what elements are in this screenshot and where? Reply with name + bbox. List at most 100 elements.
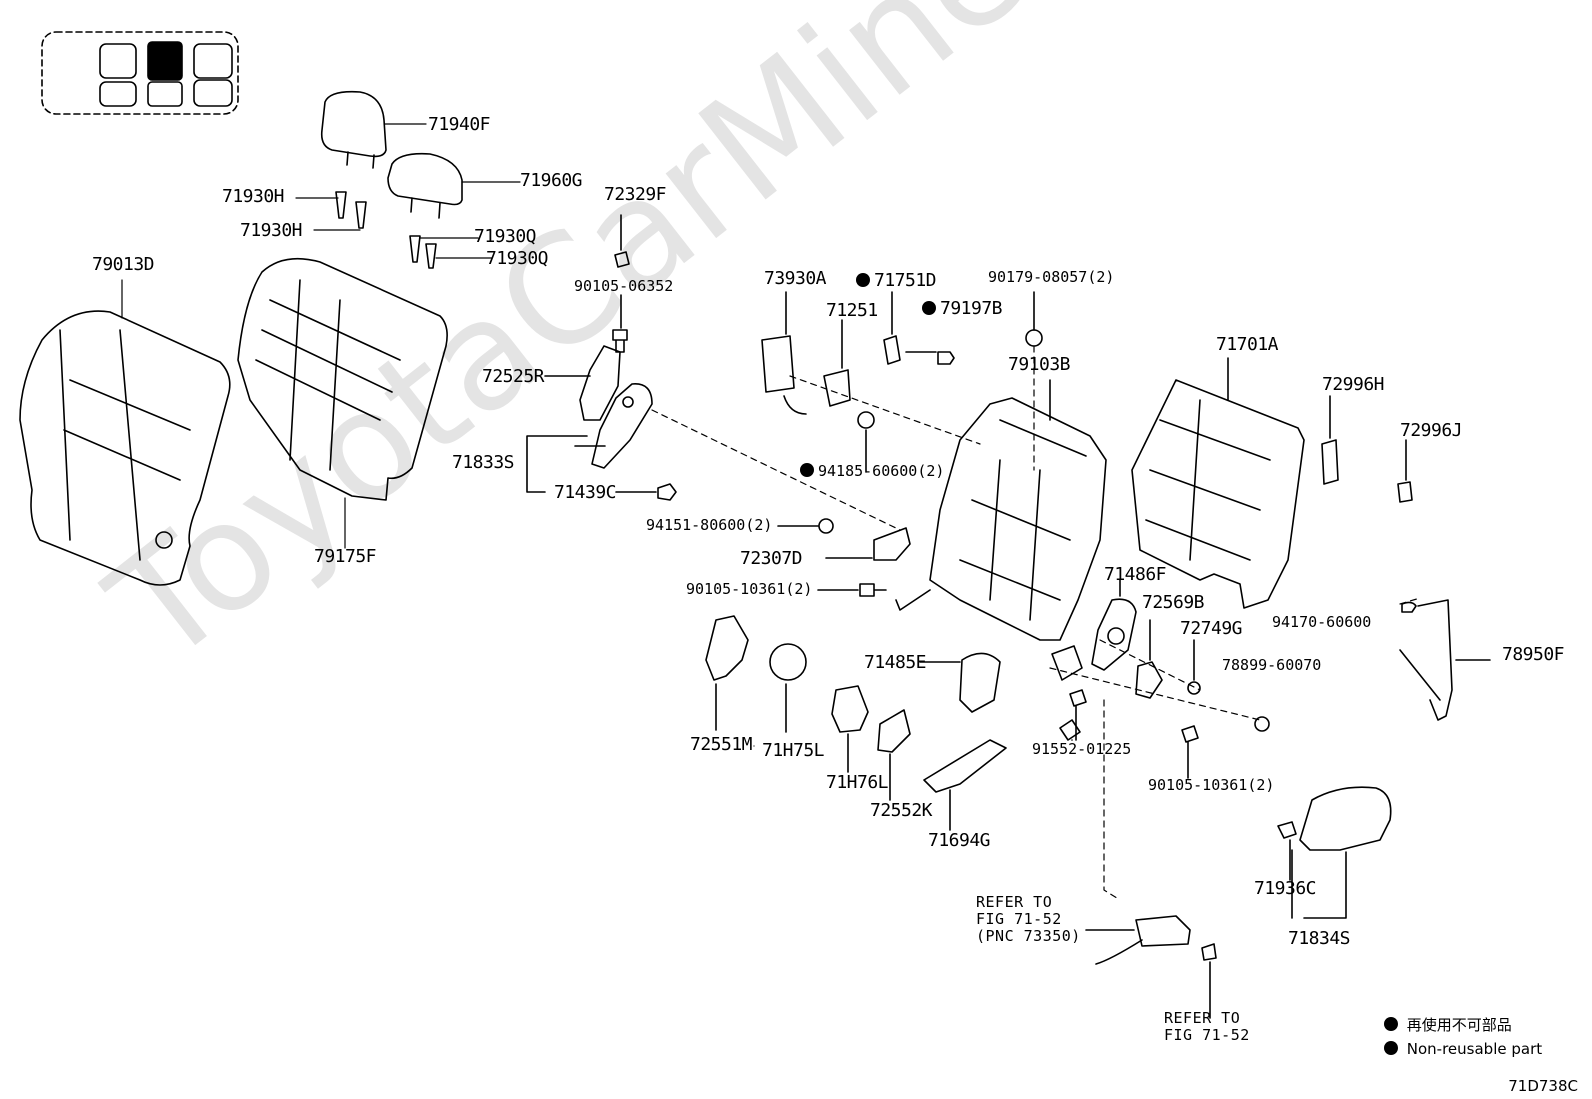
hinge-cover-72525R — [544, 345, 621, 421]
bolt-90105-10361-left — [817, 583, 887, 597]
label-71485E[interactable]: 71485E — [864, 652, 927, 673]
label-72525R[interactable]: 72525R — [482, 366, 545, 387]
bracket-72569B — [1135, 619, 1163, 699]
seatback-pad-79175F — [237, 257, 448, 501]
legend-non-reusable-en: Non-reusable part — [1384, 1040, 1542, 1058]
headrest-71960G — [387, 152, 463, 219]
label-72552K[interactable]: 72552K — [870, 800, 933, 821]
label-90105-10361-right[interactable]: 90105-10361(2) — [1148, 776, 1275, 794]
seatback-board-71701A — [1131, 357, 1305, 609]
label-71930Q-a[interactable]: 71930Q — [474, 226, 537, 247]
bolt-90105-10361-right — [1181, 725, 1199, 779]
bolt-90105-06352 — [612, 294, 628, 353]
label-71930Q-b[interactable]: 71930Q — [486, 248, 549, 269]
legend-dot-icon — [1384, 1041, 1398, 1055]
headrest-guides-71930H — [335, 191, 367, 229]
label-79013D[interactable]: 79013D — [92, 254, 155, 275]
bolt-91552-01225-b — [1069, 689, 1087, 741]
label-94151-80600[interactable]: 94151-80600(2) — [646, 516, 773, 534]
label-71751D[interactable]: 71751D — [856, 272, 937, 290]
label-72996H[interactable]: 72996H — [1322, 374, 1385, 395]
bracket-71251 — [823, 319, 851, 407]
label-79175F[interactable]: 79175F — [314, 546, 377, 567]
label-72551M[interactable]: 72551M — [690, 734, 753, 755]
label-72996J[interactable]: 72996J — [1400, 420, 1463, 441]
label-71701A[interactable]: 71701A — [1216, 334, 1279, 355]
label-91552-01225[interactable]: 91552-01225 — [1032, 740, 1132, 758]
bracket-71694G — [923, 739, 1007, 831]
label-71833S[interactable]: 71833S — [452, 452, 515, 473]
nut-94151-80600 — [777, 518, 834, 534]
nut-90179-08057 — [1025, 291, 1043, 347]
seatback-frame-79103B — [895, 379, 1107, 641]
label-78950F[interactable]: 78950F — [1502, 644, 1565, 665]
label-94170-60600[interactable]: 94170-60600 — [1272, 613, 1372, 631]
label-71936C[interactable]: 71936C — [1254, 878, 1317, 899]
nut-94185-60600 — [857, 411, 875, 473]
hinge-cover-71833S — [526, 383, 653, 493]
headrest-guides-71930Q — [409, 235, 437, 269]
clip-72329F — [614, 214, 630, 268]
label-71694G[interactable]: 71694G — [928, 830, 991, 851]
legend-dot-icon — [1384, 1017, 1398, 1031]
non-reusable-dot-icon — [800, 463, 814, 477]
headrest-71940F — [320, 90, 387, 169]
leader-lines — [121, 123, 755, 747]
nut-78899-60070 — [1254, 716, 1270, 732]
bolt-79197B — [905, 351, 955, 365]
cover-71H76L — [831, 685, 869, 773]
hinge-bracket-lower — [1051, 645, 1083, 681]
seatbelt-anchor-78950F — [1399, 599, 1491, 721]
label-94185-60600[interactable]: 94185-60600(2) — [800, 463, 944, 479]
label-72749G[interactable]: 72749G — [1180, 618, 1243, 639]
label-90179-08057[interactable]: 90179-08057(2) — [988, 268, 1115, 286]
seat-position-indicator — [41, 31, 239, 115]
cover-71485E — [919, 652, 1001, 713]
cover-71834S — [1291, 786, 1392, 919]
label-71H75L[interactable]: 71H75L — [762, 740, 825, 761]
refer-to-fig-73350[interactable]: REFER TO FIG 71-52 (PNC 73350) — [976, 893, 1081, 945]
label-71940F[interactable]: 71940F — [428, 114, 491, 135]
label-71H76L[interactable]: 71H76L — [826, 772, 889, 793]
label-90105-06352[interactable]: 90105-06352 — [574, 277, 674, 295]
label-72329F[interactable]: 72329F — [604, 184, 667, 205]
heater-connector — [1085, 915, 1191, 965]
hinge-bracket-72307D — [825, 527, 911, 561]
label-72569B[interactable]: 72569B — [1142, 592, 1205, 613]
label-71251[interactable]: 71251 — [826, 300, 878, 321]
nut-72749G — [1187, 639, 1201, 695]
non-reusable-dot-icon — [856, 273, 870, 287]
label-73930A[interactable]: 73930A — [764, 268, 827, 289]
clip-72996H — [1321, 395, 1339, 485]
assembly-dash-lines — [651, 345, 1421, 901]
label-71930H-b[interactable]: 71930H — [240, 220, 303, 241]
label-78899-60070[interactable]: 78899-60070 — [1222, 656, 1322, 674]
label-72307D[interactable]: 72307D — [740, 548, 803, 569]
non-reusable-dot-icon — [922, 301, 936, 315]
cover-71486F — [1091, 579, 1137, 671]
label-71834S[interactable]: 71834S — [1288, 928, 1351, 949]
clip-72996J — [1397, 439, 1413, 503]
bracket-72552K — [877, 709, 911, 801]
heater-connector-clip — [1201, 943, 1217, 1019]
label-79103B[interactable]: 79103B — [1008, 354, 1071, 375]
label-71960G[interactable]: 71960G — [520, 170, 583, 191]
cover-71H75L — [769, 643, 807, 733]
pad-73930A — [761, 291, 807, 415]
figure-number: 71D738C — [1508, 1077, 1578, 1095]
spring-71751D — [883, 291, 901, 365]
label-71930H-a[interactable]: 71930H — [222, 186, 285, 207]
refer-to-fig-71-52[interactable]: REFER TO FIG 71-52 — [1164, 1009, 1250, 1044]
label-71486F[interactable]: 71486F — [1104, 564, 1167, 585]
bolt-91552-01225 — [1059, 719, 1081, 741]
label-90105-10361-left[interactable]: 90105-10361(2) — [686, 580, 813, 598]
cover-72551M — [705, 615, 749, 731]
legend-non-reusable-jp: 再使用不可部品 — [1384, 1014, 1512, 1035]
clip-71936C — [1277, 821, 1297, 881]
clip-71439C — [615, 483, 677, 501]
seatback-cover-79013D — [19, 310, 231, 586]
label-79197B[interactable]: 79197B — [922, 300, 1003, 318]
label-71439C[interactable]: 71439C — [554, 482, 617, 503]
